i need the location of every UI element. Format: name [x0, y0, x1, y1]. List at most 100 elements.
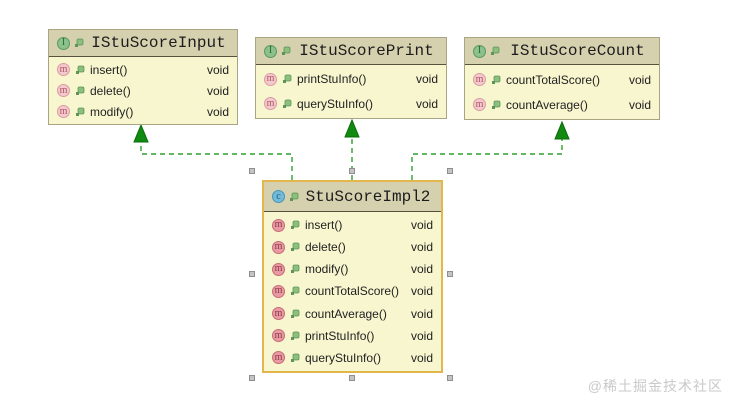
implements-arrow-to-istuscoreinput[interactable] — [133, 123, 293, 180]
interface-box-istuscoreinput[interactable]: I IStuScoreInput m insert() void m delet… — [48, 29, 238, 125]
key-icon — [291, 242, 300, 252]
interface-header[interactable]: I IStuScoreInput — [49, 30, 237, 57]
interface-title: IStuScorePrint — [299, 42, 434, 60]
method-row[interactable]: m countTotalScore() void — [264, 284, 441, 298]
interface-icon: I — [264, 44, 277, 58]
key-icon — [282, 46, 291, 55]
method-return-type: void — [410, 284, 433, 299]
method-name: countAverage() — [506, 97, 588, 112]
method-return-type: void — [410, 262, 433, 277]
method-return-type: void — [410, 240, 433, 255]
selection-handle[interactable] — [249, 375, 255, 381]
interface-title: IStuScoreInput — [91, 34, 226, 52]
method-return-type: void — [206, 62, 229, 77]
method-row[interactable]: m insert() void — [49, 63, 237, 77]
key-icon — [283, 99, 292, 108]
key-icon — [76, 107, 85, 116]
class-icon: c — [272, 190, 285, 203]
selection-handle[interactable] — [249, 168, 255, 174]
interface-icon: I — [473, 44, 486, 58]
key-icon — [291, 220, 300, 230]
method-row[interactable]: m countAverage() void — [264, 307, 441, 321]
method-name: insert() — [90, 62, 128, 77]
interface-icon: I — [57, 36, 70, 50]
method-return-type: void — [410, 306, 433, 321]
method-name: delete() — [305, 240, 346, 255]
key-icon — [291, 353, 300, 362]
method-row[interactable]: m printStuInfo() void — [264, 329, 441, 343]
interface-title: IStuScoreCount — [510, 42, 645, 60]
method-return-type: void — [410, 218, 433, 233]
key-icon — [290, 192, 299, 201]
interface-header[interactable]: I IStuScorePrint — [256, 38, 446, 65]
method-row[interactable]: m insert() void — [264, 218, 441, 232]
method-row[interactable]: m modify() void — [264, 262, 441, 276]
key-icon — [291, 331, 300, 340]
interface-header[interactable]: I IStuScoreCount — [465, 38, 659, 65]
method-icon: m — [272, 262, 285, 276]
selection-handle[interactable] — [447, 271, 453, 277]
method-row[interactable]: m countAverage() void — [465, 98, 659, 112]
selection-handle[interactable] — [249, 271, 255, 277]
method-name: queryStuInfo() — [297, 96, 374, 111]
method-row[interactable]: m delete() void — [49, 84, 237, 98]
key-icon — [291, 309, 300, 318]
class-title: StuScoreImpl2 — [305, 187, 431, 206]
method-name: countTotalScore() — [506, 72, 601, 87]
method-row[interactable]: m queryStuInfo() void — [256, 97, 446, 111]
method-row[interactable]: m delete() void — [264, 240, 441, 254]
method-name: printStuInfo() — [305, 328, 375, 343]
interface-box-istuscoreprint[interactable]: I IStuScorePrint m printStuInfo() void m… — [255, 37, 447, 119]
method-return-type: void — [206, 104, 229, 119]
key-icon — [492, 75, 501, 84]
method-row[interactable]: m queryStuInfo() void — [264, 351, 441, 365]
method-return-type: void — [415, 96, 438, 111]
method-icon: m — [57, 105, 70, 118]
method-list: m insert() void m delete() void m modify… — [49, 57, 237, 124]
method-name: modify() — [305, 262, 349, 277]
key-icon — [283, 74, 292, 84]
method-row[interactable]: m printStuInfo() void — [256, 72, 446, 86]
key-icon — [291, 264, 300, 274]
method-list: m insert() void m delete() void m modify… — [264, 212, 441, 371]
selection-handle[interactable] — [349, 375, 355, 381]
method-name: queryStuInfo() — [305, 350, 382, 365]
method-icon: m — [57, 63, 70, 76]
method-row[interactable]: m modify() void — [49, 105, 237, 119]
key-icon — [492, 100, 501, 109]
key-icon — [76, 86, 85, 95]
selection-handle[interactable] — [447, 375, 453, 381]
method-list: m printStuInfo() void m queryStuInfo() v… — [256, 65, 446, 118]
selection-handle[interactable] — [447, 168, 453, 174]
method-row[interactable]: m countTotalScore() void — [465, 73, 659, 87]
method-icon: m — [57, 84, 70, 97]
method-icon: m — [264, 97, 277, 111]
class-header[interactable]: c StuScoreImpl2 — [264, 182, 441, 212]
selection-handle[interactable] — [349, 168, 355, 174]
interface-box-istuscorecount[interactable]: I IStuScoreCount m countTotalScore() voi… — [464, 37, 660, 120]
key-icon — [75, 38, 84, 47]
method-icon: m — [264, 72, 277, 86]
method-icon: m — [272, 307, 285, 321]
implements-arrow-to-istuscorecount[interactable] — [411, 120, 570, 180]
class-box-stuscoreimpl2[interactable]: c StuScoreImpl2 m insert() void m delete… — [262, 180, 443, 373]
method-icon: m — [272, 329, 285, 343]
method-name: countAverage() — [305, 306, 387, 321]
method-icon: m — [473, 98, 486, 111]
method-return-type: void — [410, 328, 433, 343]
key-icon — [291, 287, 300, 296]
method-name: insert() — [305, 218, 343, 233]
method-name: delete() — [90, 83, 131, 98]
key-icon — [491, 46, 500, 55]
method-icon: m — [272, 218, 285, 232]
method-icon: m — [272, 351, 285, 365]
key-icon — [76, 65, 85, 74]
method-name: countTotalScore() — [305, 284, 400, 299]
method-list: m countTotalScore() void m countAverage(… — [465, 65, 659, 119]
method-icon: m — [272, 284, 285, 298]
method-return-type: void — [628, 72, 651, 87]
method-name: modify() — [90, 104, 134, 119]
method-return-type: void — [628, 97, 651, 112]
method-return-type: void — [206, 83, 229, 98]
